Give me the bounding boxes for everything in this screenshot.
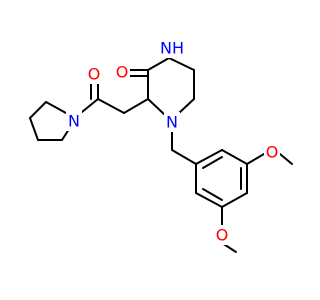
atoms-layer: NH N N O O O O bbox=[66, 38, 280, 245]
bond bbox=[202, 188, 223, 201]
atom-o-amide-chain: O bbox=[86, 64, 102, 84]
molecule-structure: NH N N O O O O bbox=[29, 38, 293, 253]
bond bbox=[195, 192, 223, 208]
atom-o-methoxy-4-label: O bbox=[266, 143, 279, 162]
bond bbox=[123, 98, 149, 114]
bond bbox=[29, 101, 47, 119]
bond bbox=[97, 98, 125, 114]
atom-n-pyrrolidine: N bbox=[66, 111, 82, 131]
bond bbox=[81, 98, 99, 113]
atom-n-ring-label: N bbox=[166, 113, 178, 132]
bond bbox=[29, 117, 39, 141]
bond bbox=[221, 192, 248, 208]
bond bbox=[246, 153, 265, 165]
bond bbox=[147, 57, 170, 71]
atom-n-pyrrolidine-label: N bbox=[68, 112, 80, 131]
bond bbox=[147, 98, 166, 116]
atom-o-amide-ring-label: O bbox=[116, 63, 129, 82]
atom-nh-label: NH bbox=[160, 39, 184, 58]
bonds-layer bbox=[29, 57, 293, 253]
atom-o-methoxy-4: O bbox=[264, 142, 280, 162]
atom-nh: NH bbox=[158, 38, 186, 58]
atom-o-methoxy-3: O bbox=[214, 225, 230, 245]
bond bbox=[202, 156, 223, 169]
bond bbox=[279, 153, 293, 165]
bond bbox=[221, 149, 248, 165]
bond bbox=[178, 98, 195, 114]
atom-o-amide-chain-label: O bbox=[88, 65, 101, 84]
atom-n-ring: N bbox=[164, 112, 180, 132]
bond bbox=[45, 101, 67, 114]
bond bbox=[168, 57, 195, 71]
atom-o-methoxy-3-label: O bbox=[216, 226, 229, 245]
atom-o-amide-ring: O bbox=[114, 62, 130, 82]
bond bbox=[195, 149, 223, 165]
bond bbox=[171, 149, 197, 165]
